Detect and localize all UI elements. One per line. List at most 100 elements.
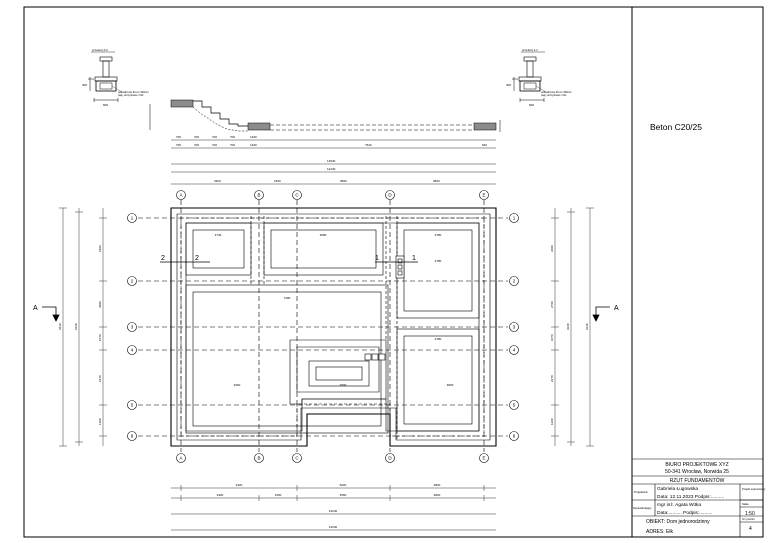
left-dim-4: 2270 bbox=[98, 375, 102, 382]
axis-label-E-bottom: E bbox=[482, 456, 485, 461]
room-dim-8: 2500 bbox=[340, 383, 347, 387]
detail-left-dim-height: 300 bbox=[82, 83, 87, 87]
tb-phase-label: Projekt wykonawczy bbox=[742, 487, 766, 491]
cut-label-2-right: 2 bbox=[195, 255, 199, 262]
tb-drawing-title: RZUT FUNDAMENTÓW bbox=[670, 477, 725, 484]
detail-section-right: przekrój 1-1 600 300 podsadzenie 60 cm 3… bbox=[506, 48, 572, 107]
detail-right-dim-height: 300 bbox=[506, 83, 511, 87]
stair-dim-3: 700 bbox=[212, 135, 217, 139]
detail-left-note-1: podsadzenie 60 cm 300mm bbox=[118, 91, 149, 94]
dim-axis-top-4: 3820 bbox=[433, 179, 440, 183]
right-dim-2: 2760 bbox=[550, 301, 554, 308]
detail-right-dim-width: 600 bbox=[529, 103, 534, 107]
room-dim-2: 3680 bbox=[320, 233, 327, 237]
tb-address: 50-341 Wrocław, Norwida 25 bbox=[665, 469, 729, 475]
stair-dim-far: 540 bbox=[482, 143, 487, 147]
axis-label-2-left: 2 bbox=[131, 279, 134, 284]
stair-dim-1: 700 bbox=[176, 135, 181, 139]
column-markers bbox=[364, 255, 405, 361]
room-dim-3: 2780 bbox=[435, 233, 442, 237]
stair-dim-right: 7620 bbox=[365, 143, 372, 147]
stair-dim-2: 700 bbox=[194, 135, 199, 139]
right-dimension-lines bbox=[551, 207, 594, 447]
room-dim-6: 2780 bbox=[435, 337, 442, 341]
right-dim-1: 2400 bbox=[550, 245, 554, 252]
detail-section-left: przekrój 2-2 600 300 podsadzenie 60 cm 3… bbox=[82, 48, 149, 107]
detail-left-dim-width: 600 bbox=[103, 103, 108, 107]
bottom-dim-overall: 12240 bbox=[329, 509, 338, 513]
axis-label-6-left: 6 bbox=[131, 434, 134, 439]
tb-address-line: ADRES: Ełk bbox=[646, 529, 673, 535]
axis-label-5-right: 5 bbox=[513, 403, 516, 408]
detail-right-note-1: podsadzenie 60 cm 300mm bbox=[541, 91, 572, 94]
axis-label-B-bottom: B bbox=[257, 456, 260, 461]
tb-company: BIURO PROJEKTOWE XYZ bbox=[665, 462, 728, 468]
axis-label-3-left: 3 bbox=[131, 325, 134, 330]
dim-overall-top: 12540 bbox=[327, 159, 336, 163]
left-dim-1: 2400 bbox=[98, 245, 102, 252]
tb-object-line: OBIEKT: Dom jednorodzinny bbox=[646, 519, 710, 525]
axis-label-1-right: 1 bbox=[513, 216, 516, 221]
axis-bubbles-right bbox=[509, 213, 519, 441]
material-note: Beton C20/25 bbox=[650, 122, 702, 132]
axis-label-6-right: 6 bbox=[513, 434, 516, 439]
stair-dim-e: 1400 bbox=[250, 143, 257, 147]
axis-label-E-top: E bbox=[482, 193, 485, 198]
left-dimension-lines bbox=[59, 207, 107, 447]
axis-bubbles-bottom bbox=[176, 453, 489, 463]
axis-label-2-right: 2 bbox=[513, 279, 516, 284]
cut-label-1-left: 1 bbox=[375, 255, 379, 262]
dim-overall-top2: 12240 bbox=[327, 167, 336, 171]
right-dim-3: 1070 bbox=[550, 334, 554, 341]
cut-label-2-left: 2 bbox=[161, 255, 165, 262]
interior-foundations bbox=[185, 216, 480, 440]
right-dim-4: 2270 bbox=[550, 375, 554, 382]
top-dimension-lines bbox=[171, 163, 496, 185]
tb-designer-label: Projektant bbox=[634, 490, 648, 494]
bottom-dim-row1-1: 3320 bbox=[236, 483, 243, 487]
right-dim-overall2: 9140 bbox=[585, 323, 589, 330]
right-dim-5: 1200 bbox=[550, 418, 554, 425]
axis-bubbles-top bbox=[176, 190, 489, 200]
bottom-dimension-lines bbox=[171, 485, 496, 531]
cut-label-1-right: 1 bbox=[412, 255, 416, 262]
axis-label-1-left: 1 bbox=[131, 216, 134, 221]
stair-dim-4: 700 bbox=[230, 135, 235, 139]
left-dim-3: 1070 bbox=[98, 334, 102, 341]
tb-checker-label: Sprawdzający bbox=[633, 506, 652, 510]
stair-dim-a: 700 bbox=[176, 143, 181, 147]
axis-label-4-left: 4 bbox=[131, 348, 134, 353]
axis-label-D-bottom: D bbox=[388, 456, 392, 461]
dim-axis-top-3: 3560 bbox=[340, 179, 347, 183]
sheet-frame bbox=[23, 6, 764, 538]
detail-title-right: przekrój 1-1 bbox=[522, 48, 538, 52]
tb-checker-date: Data:.......... Podpis:.......... bbox=[657, 510, 712, 516]
room-dim-1: 3740 bbox=[215, 233, 222, 237]
tb-checker-name: mgr inż. Agata Witka bbox=[657, 502, 701, 508]
stair-dim-b: 700 bbox=[194, 143, 199, 147]
bottom-dim-row2-4: 3820 bbox=[434, 493, 441, 497]
bottom-dim-row2-1: 3320 bbox=[217, 493, 224, 497]
axis-label-3-right: 3 bbox=[513, 325, 516, 330]
room-dim-9: 3820 bbox=[447, 383, 454, 387]
title-block bbox=[632, 458, 763, 537]
bottom-dim-row1-3: 3820 bbox=[434, 483, 441, 487]
left-dim-overall: 9140 bbox=[74, 323, 78, 330]
bottom-dim-row2-3: 3560 bbox=[340, 493, 347, 497]
left-dim-overall2: 9410 bbox=[58, 323, 62, 330]
bottom-dim-overall2: 12540 bbox=[329, 525, 338, 529]
tb-scale-label: Skala bbox=[742, 502, 749, 506]
tb-designer-date: Data: 12.11.2023 Podpis:.......... bbox=[657, 494, 724, 500]
section-letter-right: A bbox=[614, 305, 619, 312]
tb-designer-name: Gabriela Ługowska bbox=[657, 486, 698, 492]
right-dim-overall: 9140 bbox=[566, 323, 570, 330]
axis-label-A-bottom: A bbox=[179, 456, 182, 461]
stair-dim-c: 700 bbox=[212, 143, 217, 147]
axis-label-B-top: B bbox=[257, 193, 260, 198]
axis-label-D-top: D bbox=[388, 193, 392, 198]
stair-profile: 700 700 700 700 1400 700 700 700 700 140… bbox=[149, 99, 501, 149]
axis-label-A-top: A bbox=[179, 193, 182, 198]
stair-dim-d: 700 bbox=[230, 143, 235, 147]
left-dim-2: 3980 bbox=[98, 301, 102, 308]
